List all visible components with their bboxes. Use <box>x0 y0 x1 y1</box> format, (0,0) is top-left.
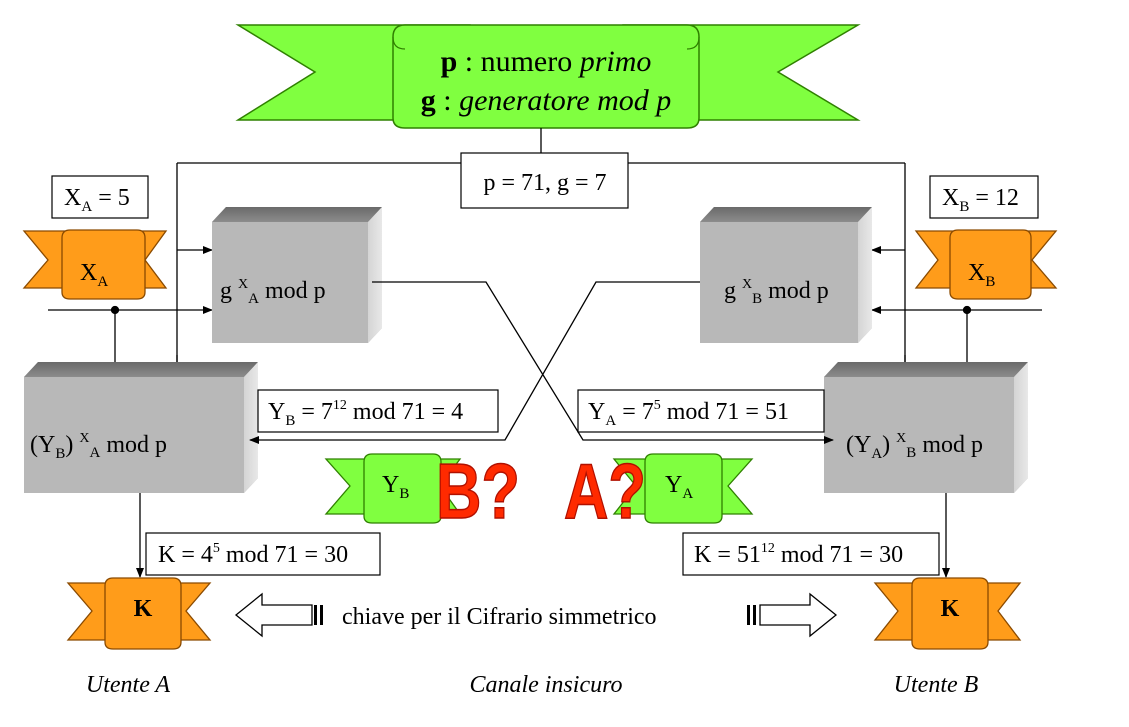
ya-value-box: YA = 75 mod 71 = 51 <box>577 389 825 433</box>
svg-text:g XA mod p: g XA mod p <box>220 277 326 307</box>
user-a-k-box: K = 45 mod 71 = 30 <box>145 532 381 576</box>
k-lines <box>136 493 950 578</box>
eavesdrop-a-text: A? <box>564 447 646 535</box>
svg-text:K = 45 mod 71 = 30: K = 45 mod 71 = 30 <box>158 541 348 568</box>
user-b-public-key-box: g XB mod p <box>700 207 872 343</box>
svg-text:YB: YB <box>382 472 409 502</box>
svg-text:K = 5112 mod 71 = 30: K = 5112 mod 71 = 30 <box>694 541 903 568</box>
svg-text:K: K <box>134 596 153 622</box>
yb-value-box: YB = 712 mod 71 = 4 <box>257 389 499 433</box>
user-a-secret-box: XA = 5 <box>51 175 149 219</box>
banner-line-2: g : generatore mod p <box>421 84 672 117</box>
user-b-caption: Utente B <box>894 672 979 698</box>
channel-caption: Canale insicuro <box>469 672 622 698</box>
user-b-k-box: K = 5112 mod 71 = 30 <box>682 532 940 576</box>
svg-text:XA: XA <box>80 260 108 290</box>
yb-public-scroll: YB <box>324 453 462 524</box>
exchange-lines <box>249 281 834 444</box>
user-a-k-scroll: K <box>66 577 212 650</box>
svg-text:g XB mod p: g XB mod p <box>724 277 829 307</box>
user-b-secret-box: XB = 12 <box>929 175 1039 219</box>
svg-text:(YA) XB mod p: (YA) XB mod p <box>846 431 983 462</box>
parameters-banner: p : numero primo g : generatore mod p <box>235 24 861 129</box>
svg-text:XA = 5: XA = 5 <box>64 185 130 215</box>
svg-text:K: K <box>941 596 960 622</box>
user-b-secret-scroll: XB <box>914 229 1058 300</box>
user-a-shared-key-box: (YB) XA mod p <box>24 362 258 493</box>
left-outline-arrow <box>234 592 323 638</box>
symmetric-key-label: chiave per il Cifrario simmetrico <box>342 604 657 630</box>
eavesdrop-b-text: B? <box>436 447 520 535</box>
user-b-shared-key-box: (YA) XB mod p <box>824 362 1028 493</box>
svg-text:YA = 75 mod 71 = 51: YA = 75 mod 71 = 51 <box>588 398 789 429</box>
banner-line-1: p : numero primo <box>441 45 652 78</box>
params-box: p = 71, g = 7 <box>460 152 629 209</box>
user-b-k-scroll: K <box>873 577 1022 650</box>
svg-text:YB = 712 mod 71 = 4: YB = 712 mod 71 = 4 <box>268 398 463 429</box>
svg-text:YA: YA <box>665 472 693 502</box>
svg-text:(YB) XA mod p: (YB) XA mod p <box>30 431 167 462</box>
svg-text:XB: XB <box>968 260 995 290</box>
ya-public-scroll: YA <box>612 453 754 524</box>
user-a-caption: Utente A <box>86 672 171 698</box>
svg-text:p = 71, g = 7: p = 71, g = 7 <box>483 170 606 196</box>
user-a-public-key-box: g XA mod p <box>212 207 382 343</box>
user-a-secret-scroll: XA <box>22 229 168 300</box>
svg-text:XB = 12: XB = 12 <box>942 185 1019 215</box>
right-outline-arrow <box>747 592 838 638</box>
